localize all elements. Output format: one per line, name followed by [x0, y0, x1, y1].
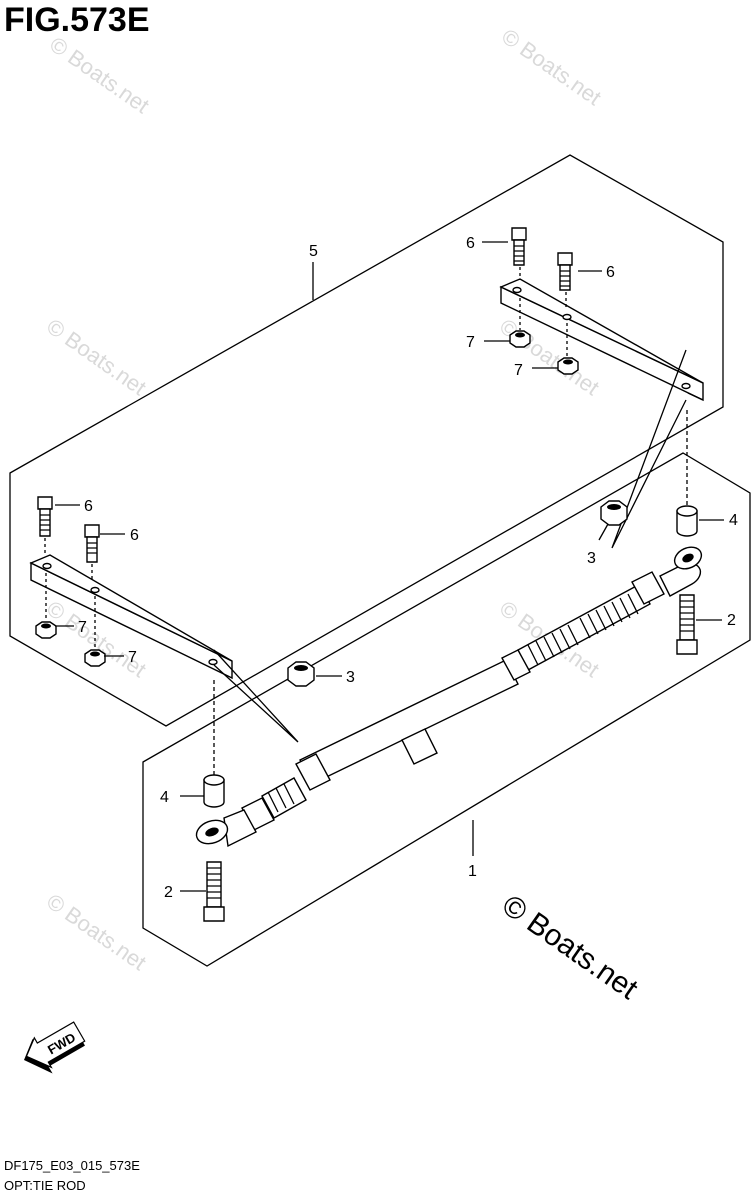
callout-6: 6 — [84, 498, 93, 515]
callout-1: 1 — [468, 863, 477, 880]
watermark-large: © Boats.net — [496, 889, 644, 1007]
figure-title: FIG.573E — [4, 1, 150, 39]
callout-3: 3 — [587, 550, 596, 567]
callout-leaders — [55, 241, 724, 892]
callout-3: 3 — [346, 669, 355, 686]
kit-outline-5 — [9, 154, 724, 727]
watermark: © Boats.net — [497, 24, 606, 111]
nut-3 — [287, 661, 315, 687]
nut-7 — [35, 621, 57, 639]
bolt-6 — [37, 496, 53, 537]
figure-code: DF175_E03_015_573E — [4, 1158, 140, 1173]
callout-7: 7 — [514, 362, 523, 379]
bolt-6 — [511, 227, 527, 266]
callout-6: 6 — [606, 264, 615, 281]
callout-2: 2 — [164, 884, 173, 901]
fwd-arrow: FWD — [24, 1021, 86, 1074]
bolt-6 — [84, 524, 100, 563]
bracket-lower-left — [29, 554, 233, 680]
callout-4: 4 — [160, 789, 169, 806]
nut-7 — [557, 357, 579, 375]
nut-3 — [600, 500, 628, 526]
nut-7 — [84, 649, 106, 667]
nut-7 — [509, 330, 531, 348]
bolt-6 — [557, 252, 573, 291]
callout-7: 7 — [78, 619, 87, 636]
assembly-outline-1 — [142, 452, 751, 967]
callout-2: 2 — [727, 612, 736, 629]
figure-caption: OPT:TIE ROD — [4, 1178, 86, 1193]
leader-line — [213, 649, 299, 743]
watermark: © Boats.net — [42, 314, 151, 401]
collar-4 — [203, 774, 225, 808]
collar-4 — [676, 505, 698, 537]
watermark: © Boats.net — [42, 889, 151, 976]
callout-5: 5 — [309, 243, 318, 260]
callout-6: 6 — [466, 235, 475, 252]
callout-7: 7 — [128, 649, 137, 666]
watermarks: © Boats.net © Boats.net © Boats.net © Bo… — [42, 24, 606, 976]
callout-6: 6 — [130, 527, 139, 544]
tie-rod — [195, 546, 703, 848]
leader-line — [611, 349, 687, 549]
bolt-2 — [203, 861, 225, 922]
bracket-upper-right — [499, 278, 704, 402]
callout-4: 4 — [729, 512, 738, 529]
watermark: © Boats.net — [45, 32, 154, 119]
callout-7: 7 — [466, 334, 475, 351]
bolt-2 — [676, 594, 698, 655]
